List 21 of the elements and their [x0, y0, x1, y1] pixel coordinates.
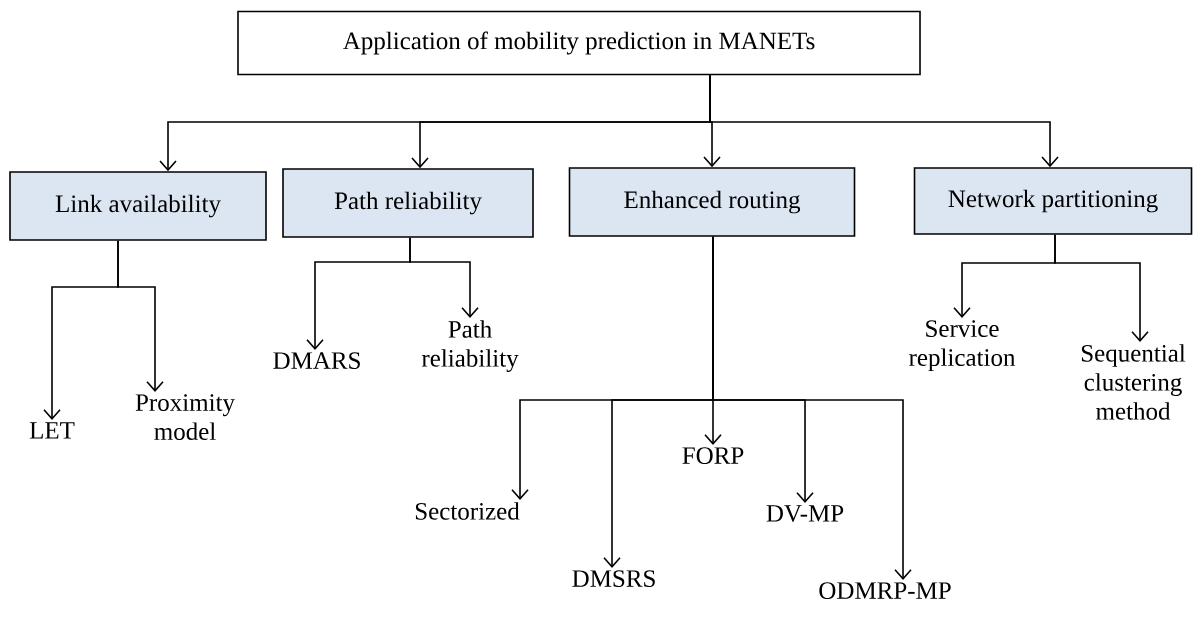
item-label: Sequential clustering method: [1081, 344, 1186, 420]
item-label: DV-MP: [766, 505, 844, 522]
title-box: Application of mobility prediction in MANETs: [237, 10, 921, 76]
item-label: Sectorized: [415, 502, 520, 520]
item-label: DMSRS: [572, 570, 655, 587]
item-label: FORP: [682, 447, 744, 464]
category-box: Link availability: [9, 171, 267, 241]
item-label: ODMRP-MP: [819, 582, 951, 599]
item-label: DMARS: [273, 352, 360, 369]
item-label: LET: [29, 422, 75, 439]
category-box: Enhanced routing: [568, 167, 856, 237]
category-box: Network partitioning: [913, 167, 1193, 235]
category-box: Path reliability: [282, 168, 534, 238]
arrow: [117, 240, 164, 392]
arrow: [409, 237, 479, 318]
item-label: Service replication: [909, 320, 1016, 372]
item-label: Path reliability: [421, 320, 519, 372]
arrow: [709, 74, 1059, 168]
arrow: [712, 236, 912, 580]
item-label: Proximity model: [135, 394, 235, 440]
arrow: [1054, 234, 1149, 342]
